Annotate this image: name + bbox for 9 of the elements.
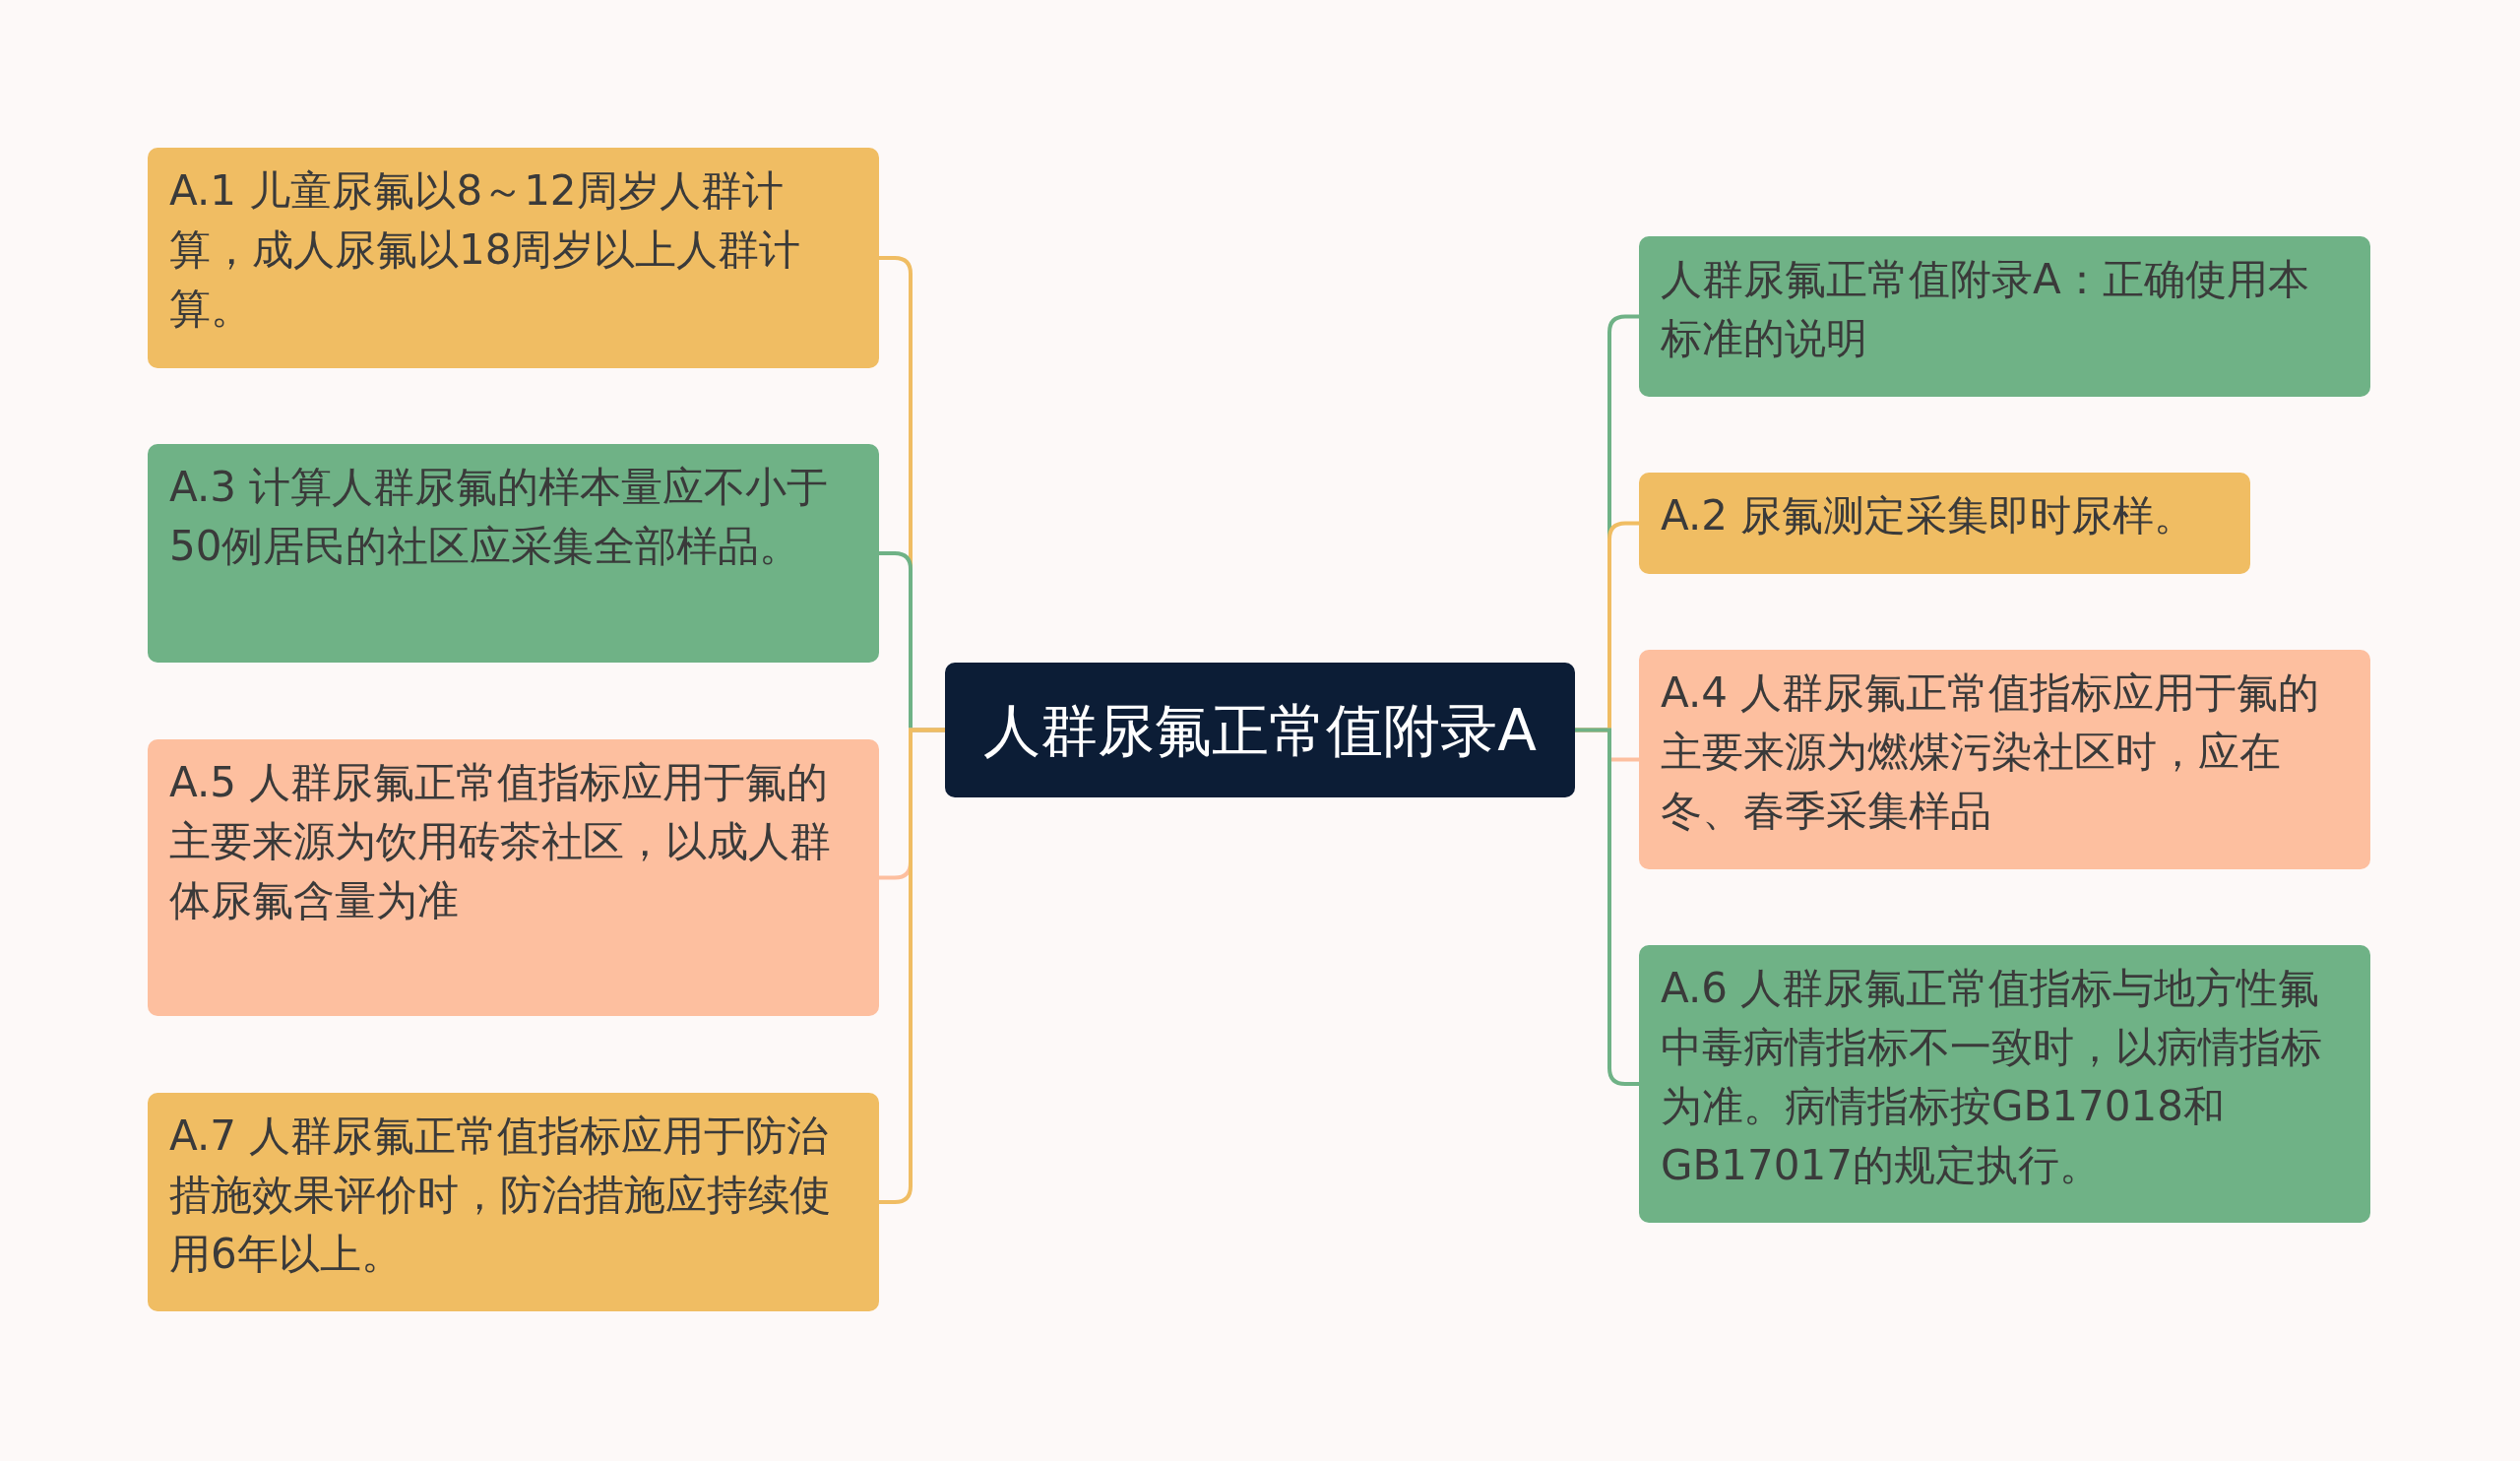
subtopic-box: A.1 儿童尿氟以8～12周岁人群计算，成人尿氟以18周岁以上人群计算。 — [148, 148, 879, 368]
subtopic-box: A.2 尿氟测定采集即时尿样。 — [1639, 473, 2250, 574]
central-topic-box: 人群尿氟正常值附录A — [945, 663, 1575, 797]
subtopic-box: 人群尿氟正常值附录A：正确使用本标准的说明 — [1639, 236, 2370, 397]
subtopic-box: A.5 人群尿氟正常值指标应用于氟的主要来源为饮用砖茶社区，以成人群体尿氟含量为准 — [148, 739, 879, 1016]
subtopic-box: A.3 计算人群尿氟的样本量应不小于50例居民的社区应采集全部样品。 — [148, 444, 879, 663]
subtopic-box: A.6 人群尿氟正常值指标与地方性氟中毒病情指标不一致时，以病情指标为准。病情指标按GB17018和GB17017的规定执行。 — [1639, 945, 2370, 1223]
subtopic-box: A.4 人群尿氟正常值指标应用于氟的主要来源为燃煤污染社区时，应在冬、春季采集样品 — [1639, 650, 2370, 869]
subtopic-box: A.7 人群尿氟正常值指标应用于防治措施效果评价时，防治措施应持续使用6年以上。 — [148, 1093, 879, 1311]
